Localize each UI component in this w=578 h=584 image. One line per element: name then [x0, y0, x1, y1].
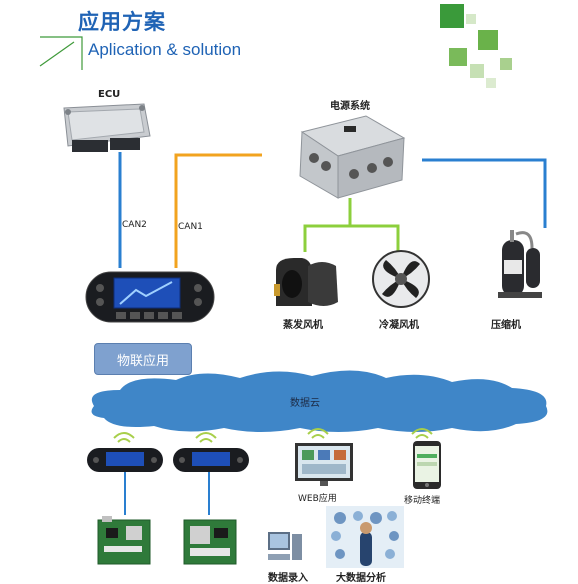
ecu-label: ECU [98, 89, 121, 100]
main-controller-icon [85, 271, 215, 323]
web-app-label: WEB应用 [298, 494, 337, 504]
wifi-icon [113, 428, 433, 443]
evaporator-fan-icon [274, 258, 338, 306]
can1-label: CAN1 [178, 222, 203, 232]
ecu-icon [63, 103, 151, 152]
page-title-en: Aplication & solution [88, 40, 242, 59]
power-system-label: 电源系统 [330, 101, 370, 112]
controller-small-1-icon [87, 448, 163, 472]
evaporator-fan-label: 蒸发风机 [283, 320, 323, 331]
data-cloud-label: 数据云 [290, 398, 320, 409]
data-entry-label: 数据录入 [268, 573, 308, 584]
power-system-icon [299, 115, 406, 199]
green-squares-logo [440, 4, 512, 88]
data-entry-computer-icon [268, 532, 302, 560]
page-title-cn: 应用方案 [78, 10, 166, 34]
controller-small-2-icon [173, 448, 249, 472]
web-monitor-icon [295, 443, 353, 486]
condenser-fan-icon [372, 250, 430, 308]
big-data-label: 大数据分析 [336, 573, 386, 584]
circuit-board-1-icon [97, 516, 151, 565]
compressor-icon [498, 230, 542, 298]
can2-label: CAN2 [122, 220, 147, 230]
mobile-phone-icon [413, 441, 441, 489]
header-decoration [39, 4, 512, 88]
compressor-label: 压缩机 [491, 320, 521, 331]
mobile-terminal-label: 移动终端 [404, 496, 441, 506]
circuit-board-2-icon [183, 519, 237, 565]
big-data-analysis-icon [326, 506, 404, 568]
iot-application-box: 物联应用 [94, 343, 192, 375]
condenser-fan-label: 冷凝风机 [379, 320, 419, 331]
data-cloud-shape [91, 370, 548, 432]
